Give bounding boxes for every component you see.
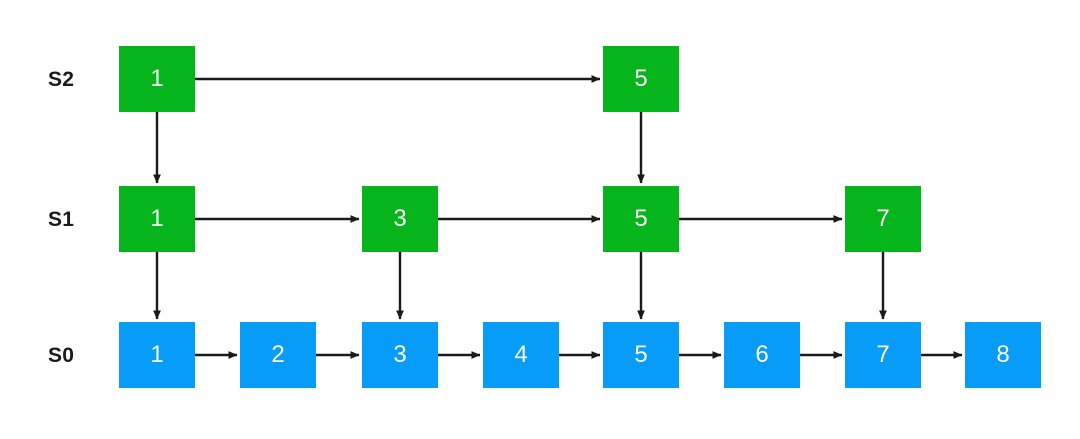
node-s0-1[interactable]: 1 <box>119 322 195 388</box>
node-s2-1[interactable]: 1 <box>119 46 195 112</box>
node-s0-4[interactable]: 4 <box>483 322 559 388</box>
node-s1-5[interactable]: 5 <box>603 186 679 252</box>
vertical-edges <box>153 112 887 320</box>
node-s2-5[interactable]: 5 <box>603 46 679 112</box>
level-label-s0: S0 <box>48 344 75 367</box>
node-s0-8[interactable]: 8 <box>965 322 1041 388</box>
node-s0-7[interactable]: 7 <box>845 322 921 388</box>
node-s0-5[interactable]: 5 <box>603 322 679 388</box>
level-label-s1: S1 <box>48 208 75 231</box>
node-s0-2[interactable]: 2 <box>240 322 316 388</box>
node-s1-3[interactable]: 3 <box>362 186 438 252</box>
level-label-s2: S2 <box>48 68 75 91</box>
node-s0-6[interactable]: 6 <box>724 322 800 388</box>
node-s1-1[interactable]: 1 <box>119 186 195 252</box>
node-s1-7[interactable]: 7 <box>845 186 921 252</box>
node-s0-3[interactable]: 3 <box>362 322 438 388</box>
